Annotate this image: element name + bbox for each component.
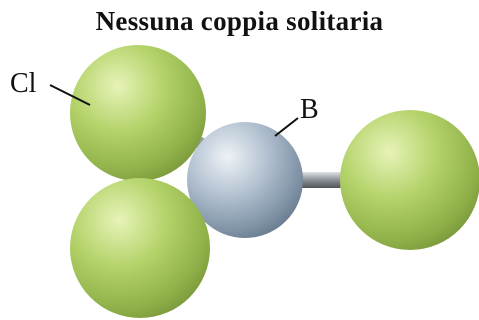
chlorine-leader-line [49, 84, 91, 106]
boron-leader-line [274, 117, 299, 137]
diagram-title: Nessuna coppia solitaria [95, 6, 384, 36]
boron-label: B [300, 94, 319, 125]
chlorine-label: Cl [10, 68, 37, 99]
chlorine-atom-upper-left [70, 45, 206, 181]
chlorine-atom-right [340, 110, 479, 250]
chlorine-atom-lower-left [70, 178, 210, 318]
boron-atom [187, 122, 303, 238]
